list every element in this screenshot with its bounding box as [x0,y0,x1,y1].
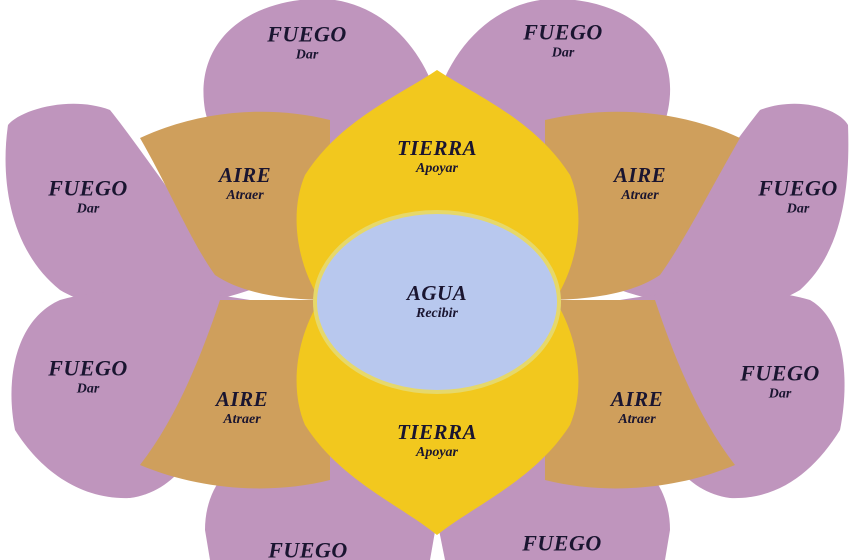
element-action: Dar [768,386,792,402]
element-title: TIERRA [396,136,478,161]
element-title: FUEGO [48,355,128,381]
element-action: Dar [295,47,319,63]
element-title: FUEGO [740,360,820,386]
fuego-label-lower-left: FUEGO Dar [48,357,128,398]
element-action: Dar [76,201,100,217]
element-title: AIRE [218,163,272,188]
element-action: Apoyar [416,445,458,461]
fuego-petal-upper-left [5,103,251,309]
element-action: Dar [551,45,575,61]
element-action: Atraer [226,188,264,204]
fuego-petal-upper-right [620,103,849,309]
element-title: AIRE [610,387,664,412]
element-action: Apoyar [416,161,458,177]
element-title: TIERRA [396,420,478,445]
element-action: Dar [76,381,100,397]
aire-label-upper-left: AIRE Atraer [219,164,271,204]
element-title: FUEGO [48,175,128,201]
element-action: Atraer [223,412,261,428]
aire-petal-upper-left [140,111,330,300]
element-title: FUEGO [267,21,347,47]
element-title: FUEGO [268,537,348,560]
element-title: FUEGO [522,530,602,556]
aire-label-upper-right: AIRE Atraer [614,164,666,204]
aire-petal-upper-right [545,111,740,300]
aire-label-lower-right: AIRE Atraer [611,388,663,428]
element-title: AIRE [215,387,269,412]
agua-center [313,210,561,394]
tierra-label-top: TIERRA Apoyar [397,137,477,177]
element-action: Atraer [618,412,656,428]
element-title: AIRE [613,163,667,188]
fuego-label-upper-left: FUEGO Dar [48,177,128,218]
aire-label-lower-left: AIRE Atraer [216,388,268,428]
element-title: AGUA [406,281,468,306]
fuego-label-upper-right: FUEGO Dar [758,177,838,218]
element-action: Atraer [621,188,659,204]
agua-label: AGUA Recibir [407,282,467,322]
fuego-label-bottom-right: FUEGO [522,531,602,554]
element-title: FUEGO [523,19,603,45]
aire-petal-lower-right [545,300,735,489]
fuego-label-bottom-left: FUEGO [268,538,348,560]
fuego-label-top-right: FUEGO Dar [523,21,603,62]
tierra-label-bottom: TIERRA Apoyar [397,421,477,461]
element-title: FUEGO [758,175,838,201]
element-action: Dar [786,201,810,217]
aire-petals [140,111,740,489]
aire-petal-lower-left [140,300,330,489]
fuego-label-lower-right: FUEGO Dar [740,362,820,403]
fuego-label-top-left: FUEGO Dar [267,23,347,64]
element-action: Recibir [415,306,458,322]
